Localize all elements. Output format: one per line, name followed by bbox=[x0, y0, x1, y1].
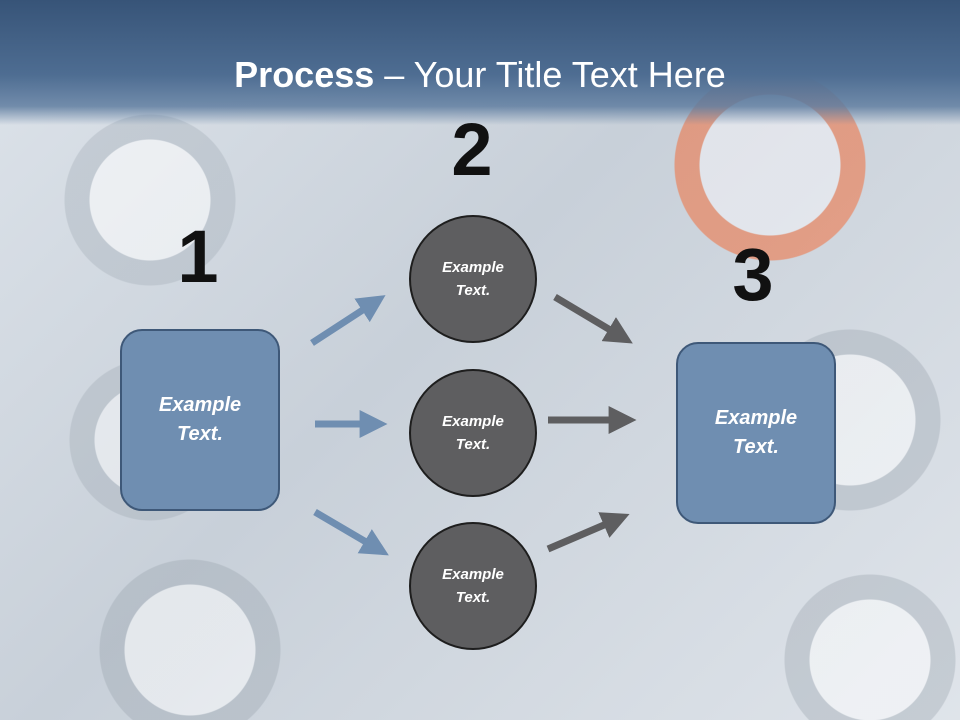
title-bold: Process bbox=[234, 54, 375, 95]
process-circle-top: Example Text. bbox=[409, 215, 537, 343]
title-rest: – Your Title Text Here bbox=[374, 54, 726, 95]
process-circle-top-label: Example Text. bbox=[442, 259, 504, 299]
arrow-bottom-to-end-icon bbox=[546, 512, 630, 553]
slide-title: Process – Your Title Text Here bbox=[0, 55, 960, 95]
process-box-end-label: Example Text. bbox=[714, 407, 798, 458]
process-box-start-label: Example Text. bbox=[158, 394, 242, 445]
process-circle-bottom: Example Text. bbox=[409, 522, 537, 650]
step-number-1: 1 bbox=[177, 215, 219, 298]
process-circle-middle: Example Text. bbox=[409, 369, 537, 497]
step-number-2: 2 bbox=[451, 108, 493, 191]
process-circle-bottom-label: Example Text. bbox=[442, 566, 504, 606]
arrow-start-to-bottom-icon bbox=[313, 508, 389, 556]
process-box-end: Example Text. bbox=[676, 342, 836, 524]
process-box-start: Example Text. bbox=[120, 329, 280, 511]
arrow-top-to-end-icon bbox=[553, 293, 633, 344]
process-circle-middle-label: Example Text. bbox=[442, 413, 504, 453]
title-bar bbox=[0, 0, 960, 125]
step-number-3: 3 bbox=[732, 233, 774, 316]
arrow-start-to-top-icon bbox=[310, 295, 386, 346]
